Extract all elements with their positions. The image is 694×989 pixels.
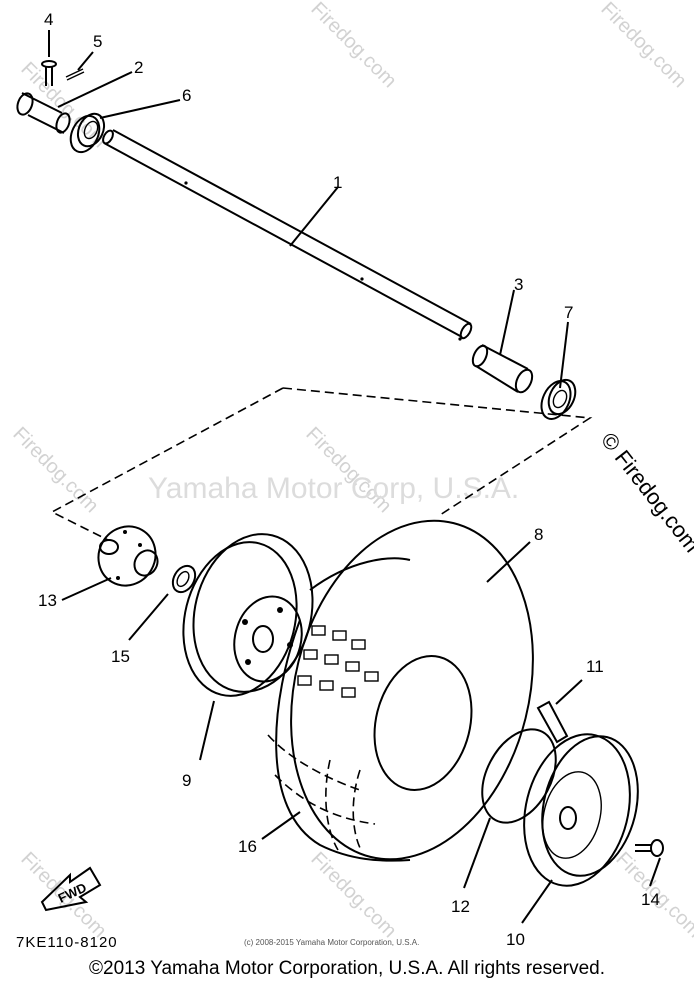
callout-14: 14 <box>641 890 660 909</box>
callout-12: 12 <box>451 897 470 916</box>
callout-8: 8 <box>534 525 543 544</box>
small-copyright: (c) 2008-2015 Yamaha Motor Corporation, … <box>244 938 420 947</box>
tire-chain <box>261 734 376 851</box>
firedog-right-watermark: © Firedog.com <box>596 428 694 557</box>
callout-4: 4 <box>44 10 53 29</box>
callout-16: 16 <box>238 837 257 856</box>
bearing-right <box>540 321 577 420</box>
collar-right <box>471 289 534 394</box>
callout-10: 10 <box>506 930 525 949</box>
callout-2: 2 <box>134 58 143 77</box>
axle <box>102 129 473 341</box>
callout-5: 5 <box>93 32 102 51</box>
tire-tread <box>297 625 379 698</box>
tire-valve <box>536 679 583 744</box>
callout-3: 3 <box>514 275 523 294</box>
part-code: 7KE110-8120 <box>16 934 118 951</box>
watermarks: Firedog.com Firedog.com Firedog.com Fire… <box>8 0 694 942</box>
callout-numbers: 1 2 3 4 5 6 7 8 9 10 11 12 13 14 15 16 <box>38 10 660 949</box>
wheel-rim-outer <box>521 733 639 924</box>
callout-11: 11 <box>586 657 604 676</box>
bolt-and-pin <box>41 30 94 86</box>
callout-7: 7 <box>564 303 573 322</box>
wheel-bolt <box>635 839 664 887</box>
bearing-left <box>69 99 181 154</box>
watermark-site-2: Firedog.com <box>596 0 690 92</box>
watermark-site-4: Firedog.com <box>8 423 102 517</box>
collar-left <box>16 71 133 134</box>
tire <box>275 519 534 862</box>
cotter-clip <box>128 564 197 641</box>
footer-copyright: ©2013 Yamaha Motor Corporation, U.S.A. A… <box>89 958 605 979</box>
callout-13: 13 <box>38 591 57 610</box>
watermark-center: Yamaha Motor Corp, U.S.A. <box>148 472 519 505</box>
callout-1: 1 <box>333 173 342 192</box>
assembly-outline <box>50 387 593 541</box>
watermark-site-1: Firedog.com <box>306 0 400 92</box>
callout-6: 6 <box>182 86 191 105</box>
watermark-site-7: Firedog.com <box>306 848 400 942</box>
callout-15: 15 <box>111 647 130 666</box>
callout-9: 9 <box>182 771 191 790</box>
hub <box>61 525 159 601</box>
